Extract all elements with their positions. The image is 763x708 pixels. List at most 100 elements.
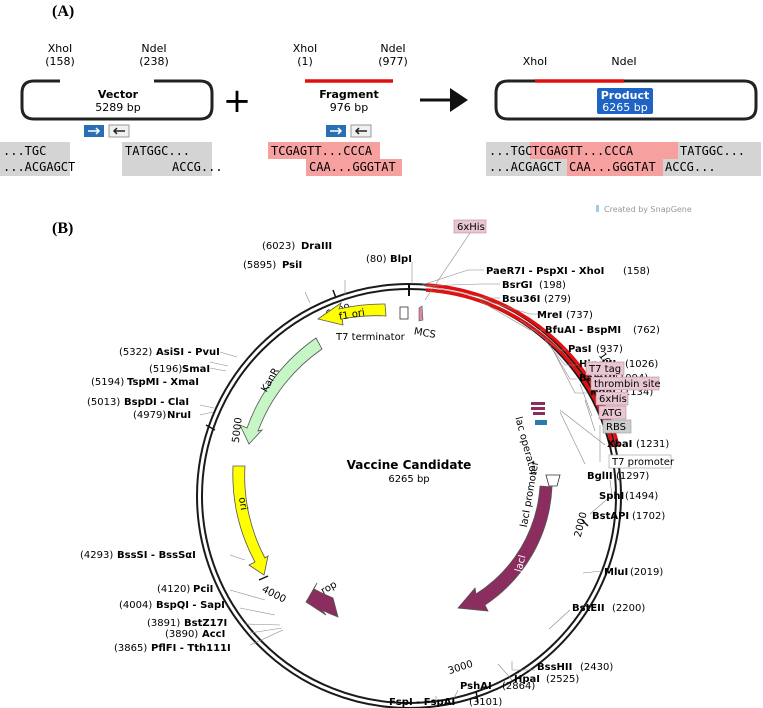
label-box xyxy=(598,405,627,420)
feature-t7-terminator-label: T7 terminator xyxy=(335,332,406,343)
tick-mark xyxy=(475,690,479,704)
feature-laci-promoter-arrow xyxy=(545,474,561,487)
site-name: AccI xyxy=(202,629,225,640)
site-name: PciI xyxy=(193,584,213,595)
site-name: BsrGI xyxy=(502,280,532,291)
plasmid-name: Vaccine Candidate xyxy=(347,458,472,472)
label-box xyxy=(585,361,625,376)
site-pos: (279) xyxy=(544,294,571,305)
product-map: XhoI NdeI Product 6265 bp ...TGC TCGAGTT… xyxy=(486,55,761,176)
feature-mcs xyxy=(418,305,424,322)
feature-laci-label: lacI xyxy=(513,554,528,574)
credit-text: Created by SnapGene xyxy=(604,205,692,214)
features: f1 ori T7 terminator MCS KanR ori rop la… xyxy=(232,301,561,618)
panel-b-label: (B) xyxy=(52,220,73,237)
plus-sign: + xyxy=(223,81,252,121)
boxed-label: T7 tag xyxy=(588,364,621,375)
label-box xyxy=(608,454,672,469)
fragment-seq-top-bg xyxy=(268,142,380,159)
label-box xyxy=(602,419,632,434)
feature-kanr xyxy=(239,337,323,445)
site-pos: (4004) xyxy=(119,600,152,611)
plasmid-size: 6265 bp xyxy=(388,474,429,485)
site-pos: (5895) xyxy=(243,260,276,271)
feature-rop xyxy=(305,582,339,618)
fragment-site-left-pos: (1) xyxy=(297,55,313,68)
site-name: BlpI xyxy=(390,254,412,265)
site-pos: (158) xyxy=(623,266,650,277)
forward-arrow-icon xyxy=(330,127,343,135)
vector-site-right-pos: (238) xyxy=(139,55,169,68)
site-name: BfuAI - BspMI xyxy=(545,325,621,336)
site-name: SmaI xyxy=(182,364,210,375)
site-name: PflFI - Tth111I xyxy=(151,643,231,654)
site-pos: (4979) xyxy=(133,410,166,421)
forward-arrow-icon xyxy=(88,127,101,135)
site-pos: (6023) xyxy=(262,241,295,252)
site-name: BstZ17I xyxy=(184,618,227,629)
vector-right-seq-bg xyxy=(122,142,212,176)
feature-tag-mark xyxy=(531,402,545,405)
product-seq-bottom-insert: CAA...GGGTAT xyxy=(569,160,656,174)
site-name: BssHII xyxy=(537,662,572,673)
fragment-name: Fragment xyxy=(319,88,379,101)
tick-4000: 4000 xyxy=(260,584,288,605)
tick-mark xyxy=(205,424,216,431)
site-pos: (3890) xyxy=(165,629,198,640)
site-name: AsiSI - PvuI xyxy=(156,347,220,358)
site-pos: (3101) xyxy=(469,697,502,708)
boxed-label: 6xHis xyxy=(457,222,485,233)
site-pos: (1494) xyxy=(625,491,658,502)
site-pos: (3865) xyxy=(114,643,147,654)
feature-t7-terminator xyxy=(399,306,409,320)
site-pos: (3891) xyxy=(147,618,180,629)
product-backbone xyxy=(494,79,758,121)
tick-mark xyxy=(581,519,589,527)
tick-mark xyxy=(332,289,337,299)
product-seq-top-right: TATGGC... xyxy=(680,144,745,158)
tick-mark xyxy=(258,575,269,581)
site-pos: (1297) xyxy=(616,471,649,482)
label-leader-line xyxy=(424,232,471,301)
feature-tag-mark xyxy=(533,412,545,415)
feature-rbs-mark xyxy=(535,420,547,425)
site-pos: (937) xyxy=(596,344,623,355)
product-seq-top-left: ...TGC xyxy=(489,144,532,158)
product-seq-top-insert: TCGAGTT...CCCA xyxy=(532,144,634,158)
site-name: MreI xyxy=(537,310,562,321)
vector-right-seq-bottom: ACCG... xyxy=(172,160,223,174)
site-name: PsiI xyxy=(282,260,302,271)
site-pos: (1702) xyxy=(632,511,665,522)
site-pos: (1134) xyxy=(620,387,653,398)
vector-map: XhoI (158) NdeI (238) Vector 5289 bp ...… xyxy=(0,42,223,176)
feature-lac-operator-label: lac operator xyxy=(512,416,539,478)
tick-5000: 5000 xyxy=(231,417,245,444)
site-pos: (5013) xyxy=(87,397,120,408)
snapgene-logo-icon xyxy=(596,205,599,212)
vector-right-seq-top: TATGGC... xyxy=(125,144,190,158)
site-name: PshAI xyxy=(460,681,492,692)
vector-left-seq-bottom: ...ACGAGCT xyxy=(3,160,75,174)
site-name: BstEII xyxy=(572,603,605,614)
site-name: TspMI - XmaI xyxy=(127,377,199,388)
product-seq-top-insert-bg xyxy=(530,142,678,159)
site-name: HpaI xyxy=(514,674,540,685)
feature-f1-ori-label: f1 ori xyxy=(338,307,366,322)
feature-f1-ori xyxy=(317,301,387,326)
fragment-site-left-name: XhoI xyxy=(293,42,317,55)
left-sites: (6023) DraIII (5895) PsiI (5322) AsiSI -… xyxy=(80,241,332,654)
fragment-map: XhoI (1) NdeI (977) Fragment 976 bp TCGA… xyxy=(268,42,408,176)
reverse-arrow-icon xyxy=(112,127,125,135)
right-arrow-icon xyxy=(420,88,468,112)
feature-mcs-label: MCS xyxy=(413,326,437,341)
product-site-right-name: NdeI xyxy=(611,55,636,68)
site-pos: (2525) xyxy=(546,674,579,685)
credit: Created by SnapGene xyxy=(596,205,692,214)
product-site-left-name: XhoI xyxy=(523,55,547,68)
product-seq-bottom-right: ACCG... xyxy=(665,160,716,174)
site-pos: (2430) xyxy=(580,662,613,673)
site-name: BspDI - ClaI xyxy=(124,397,189,408)
label-box xyxy=(595,391,629,406)
fragment-seq-bottom: CAA...GGGTAT xyxy=(309,160,396,174)
